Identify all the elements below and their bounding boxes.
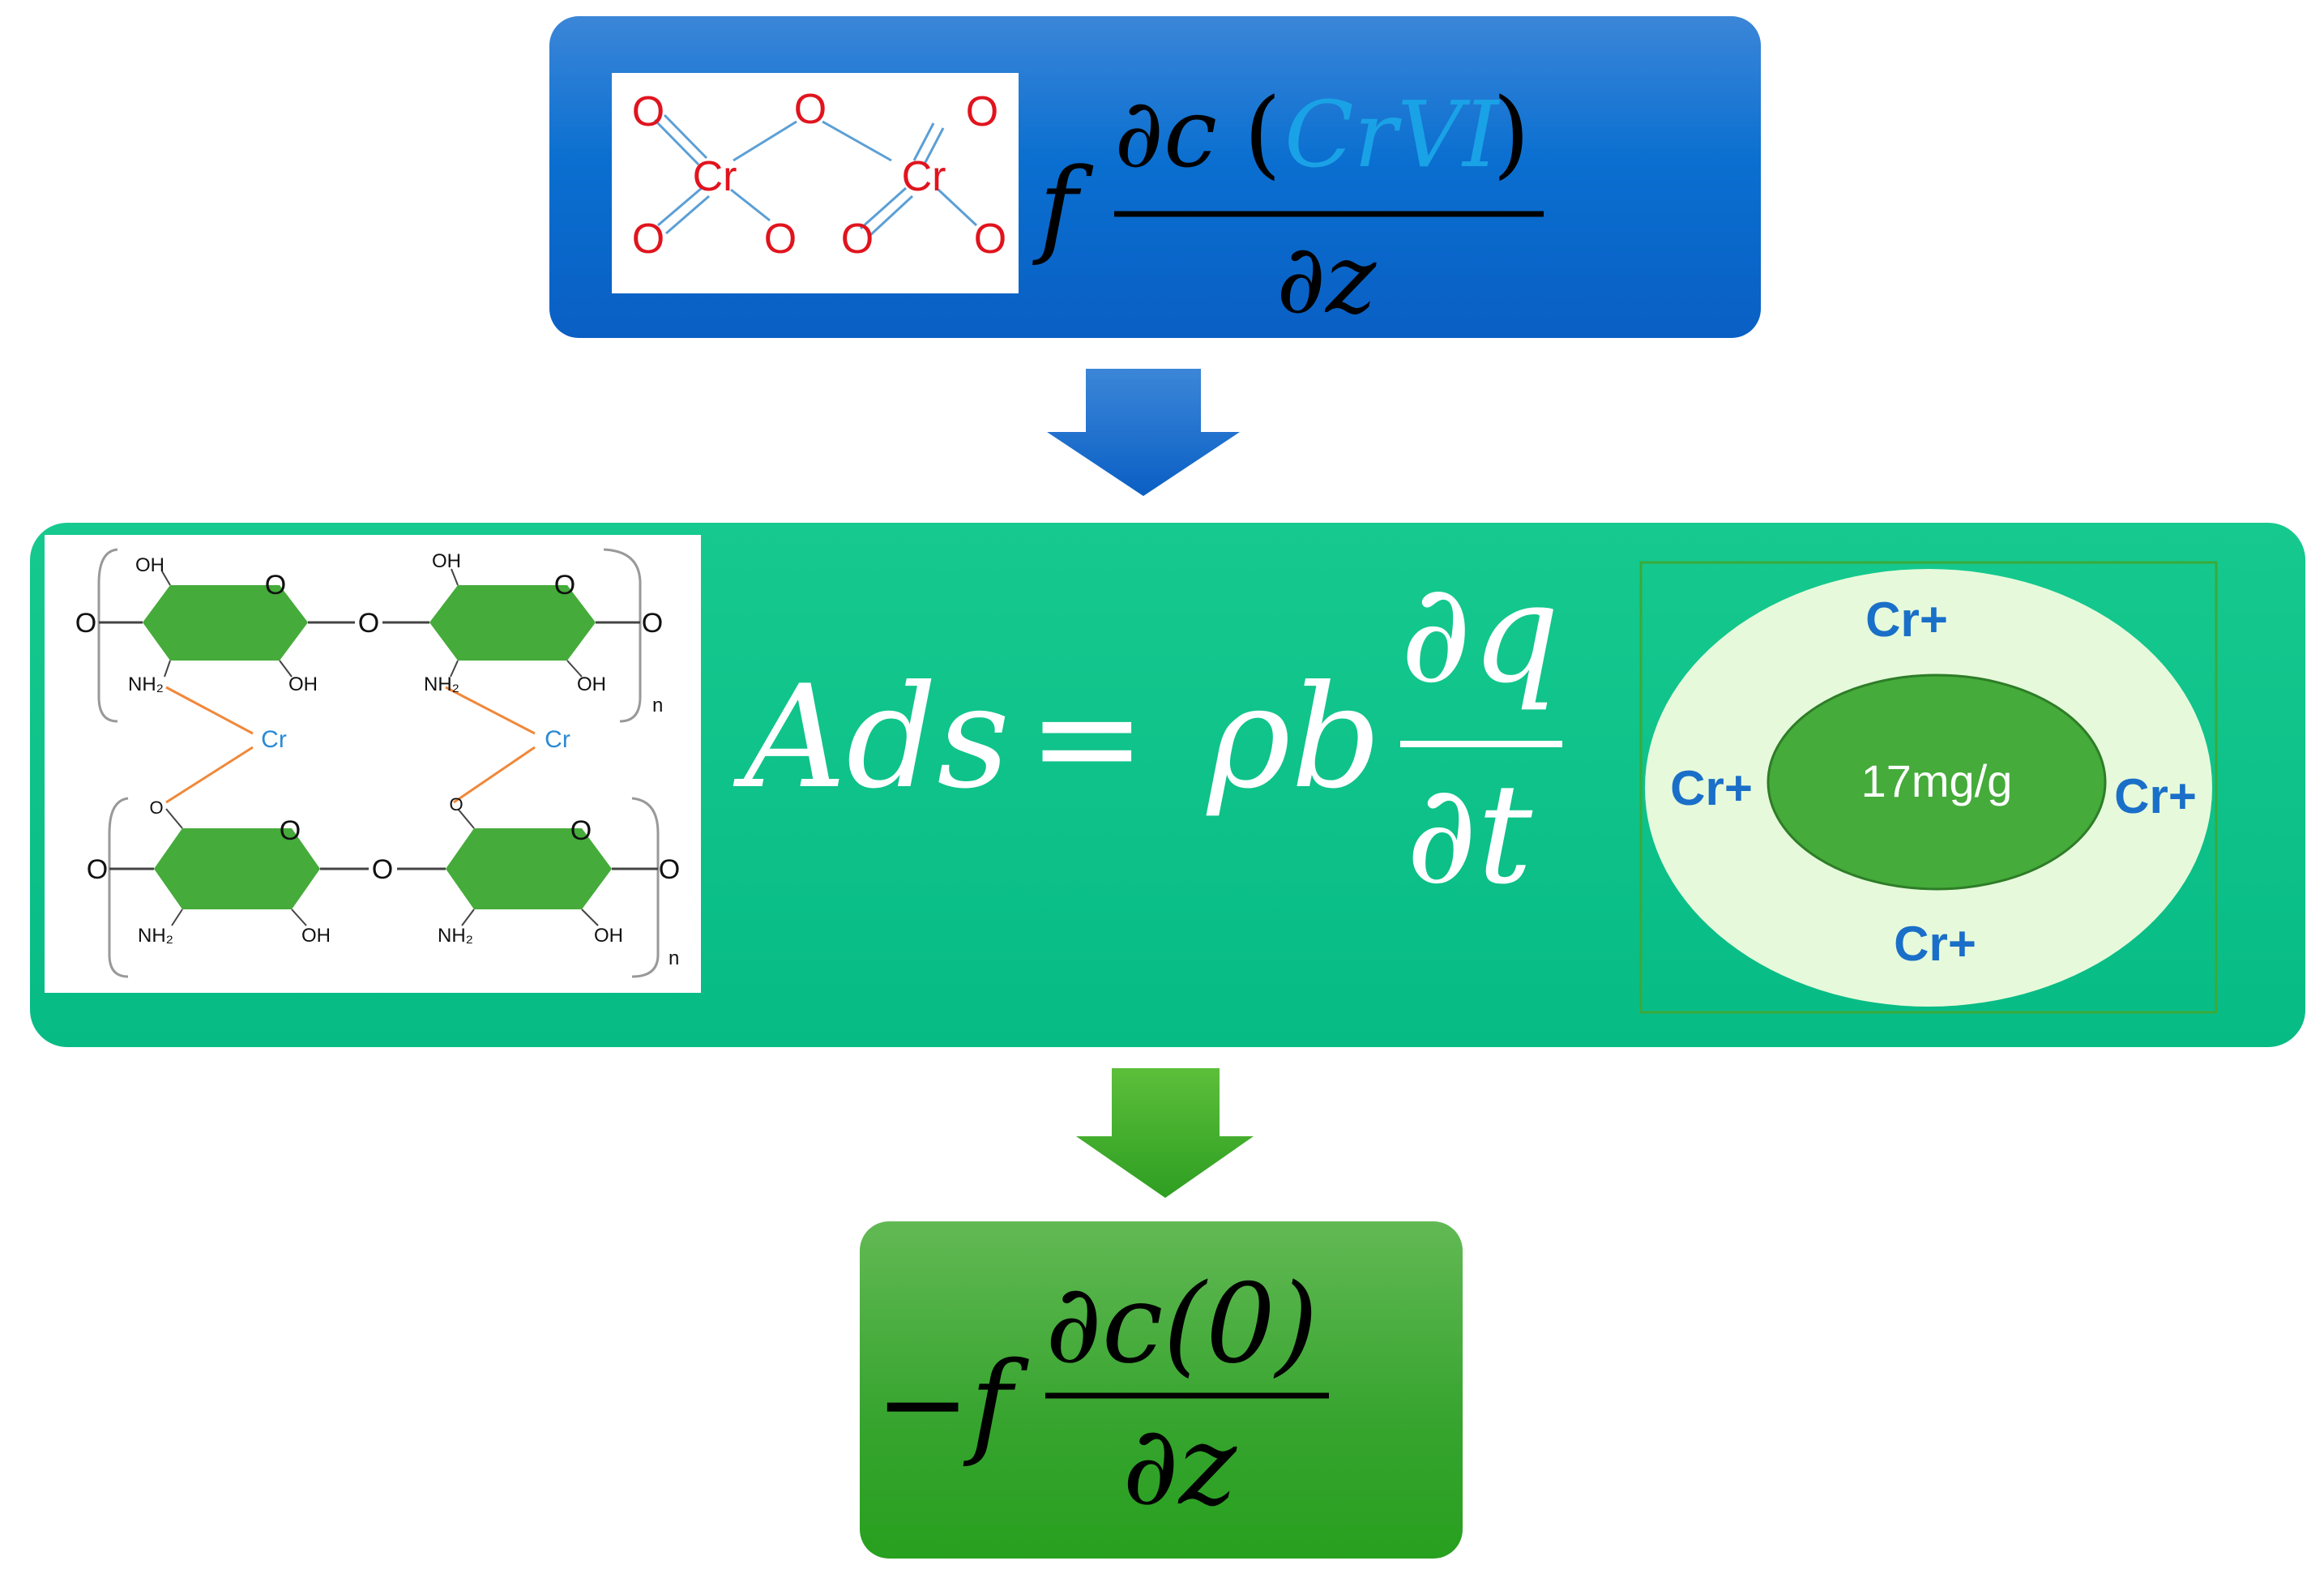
outlet-denominator: ∂z xyxy=(1122,1402,1237,1529)
chitosan-o-label: O xyxy=(149,798,163,818)
chitosan-o-label: O xyxy=(87,854,108,885)
outlet-flux-box xyxy=(860,1221,1463,1559)
ads-numerator: ∂q xyxy=(1400,554,1560,714)
dichromate-oxygen: O xyxy=(632,88,664,135)
chitosan-cr-label: Cr xyxy=(545,726,570,753)
dichromate-oxygen: O xyxy=(841,216,874,263)
chitosan-oh-label: OH xyxy=(135,554,164,576)
top-species: CrVI xyxy=(1284,83,1501,188)
chitosan-o-label: O xyxy=(449,794,463,815)
chitosan-cr-label: Cr xyxy=(261,726,287,753)
dichromate-panel xyxy=(612,73,1019,293)
chitosan-oh-label: OH xyxy=(288,673,318,695)
outlet-equation: −f ∂c(0) ∂z xyxy=(875,1260,1329,1529)
dichromate-oxygen: O xyxy=(764,216,797,263)
chitosan-o-label: O xyxy=(265,570,286,601)
chitosan-o-label: O xyxy=(75,608,96,639)
chitosan-nh2-label: NH₂ xyxy=(138,925,173,947)
chitosan-oh-label: OH xyxy=(301,925,331,947)
ads-rho-b: ρb xyxy=(1206,656,1382,820)
chitosan-o-label: O xyxy=(280,815,301,846)
dichromate-chromium: Cr xyxy=(902,153,946,200)
dichromate-structure: O O O Cr Cr O O O O xyxy=(612,73,1019,293)
top-paren-open: ( xyxy=(1244,77,1281,189)
top-equation: f ∂c ( CrVI ) ∂z xyxy=(1032,77,1544,335)
outlet-numerator: ∂c(0) xyxy=(1045,1260,1318,1388)
dichromate-bonds xyxy=(653,113,978,238)
down-arrow-icon xyxy=(1047,369,1240,496)
cr-ion-right: Cr+ xyxy=(2114,769,2197,823)
chitosan-nh2-label: NH₂ xyxy=(438,925,473,947)
cr-ion-top: Cr+ xyxy=(1865,592,1948,647)
dichromate-oxygen: O xyxy=(794,86,827,133)
particle-frame xyxy=(1639,561,2218,1014)
top-paren-close: ) xyxy=(1493,77,1530,189)
ads-denominator: ∂t xyxy=(1406,755,1533,915)
chitosan-oh-label: OH xyxy=(594,925,623,947)
adsorbent-particle: 17mg/g Cr+ Cr+ Cr+ Cr+ xyxy=(1639,561,2218,1014)
chitosan-nh2-label: NH₂ xyxy=(128,673,164,695)
outlet-coefficient: −f xyxy=(875,1338,1029,1470)
chitosan-o-label: O xyxy=(554,570,575,601)
top-numerator-partial: ∂c xyxy=(1114,77,1217,189)
chitosan-nh2-label: NH₂ xyxy=(424,673,459,695)
capacity-label: 17mg/g xyxy=(1861,755,2013,806)
cr-ion-bottom: Cr+ xyxy=(1894,917,1976,971)
chitosan-o-label: O xyxy=(570,815,592,846)
chitosan-o-label: O xyxy=(372,854,393,885)
dichromate-oxygen: O xyxy=(632,216,664,263)
chitosan-o-label: O xyxy=(642,608,663,639)
top-denominator: ∂z xyxy=(1276,223,1377,335)
ads-lhs: Ads xyxy=(733,656,1010,820)
dichromate-oxygen: O xyxy=(966,88,998,135)
chitosan-oh-label: OH xyxy=(577,673,606,695)
chitosan-o-label: O xyxy=(659,854,680,885)
chitosan-structure: OH OH NH₂ OH NH₂ OH NH₂ OH NH₂ OH n n O … xyxy=(45,535,701,993)
chitosan-oh-label: OH xyxy=(432,550,461,572)
chitosan-repeat-n: n xyxy=(652,695,663,716)
top-coefficient: f xyxy=(1032,145,1094,268)
dichromate-oxygen: O xyxy=(974,216,1006,263)
inner-core xyxy=(1766,673,2107,891)
adsorption-equation: Ads = ρb ∂q ∂t xyxy=(733,554,1562,915)
dichromate-chromium: Cr xyxy=(693,153,737,200)
down-arrow-icon xyxy=(1076,1068,1254,1198)
cr-ion-left: Cr+ xyxy=(1670,761,1753,815)
chitosan-o-label: O xyxy=(358,608,379,639)
chitosan-repeat-n: n xyxy=(669,947,679,969)
ads-equals: = xyxy=(1027,656,1147,820)
